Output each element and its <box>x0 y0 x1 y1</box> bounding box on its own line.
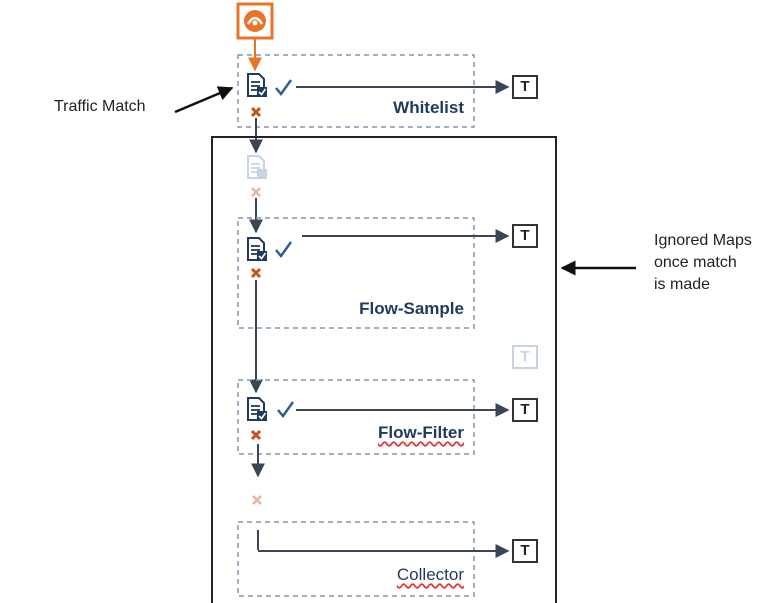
ignored-maps-label-line-2: once match <box>654 254 737 271</box>
check-icon <box>277 401 295 419</box>
document-icon <box>247 397 268 422</box>
document-icon <box>247 237 268 262</box>
check-icon <box>275 241 293 259</box>
source-icon <box>236 2 274 40</box>
cross-icon <box>250 106 262 118</box>
ignored-maps-frame <box>211 136 557 603</box>
document-icon-faded <box>247 155 268 180</box>
map-box-whitelist <box>237 54 475 128</box>
cross-icon-faded <box>252 495 262 505</box>
terminal-box: T <box>512 398 538 422</box>
cross-icon-faded <box>251 187 261 197</box>
terminal-box: T <box>512 224 538 248</box>
map-box-collector <box>237 521 475 597</box>
traffic-match-pointer <box>174 86 234 114</box>
traffic-match-label: Traffic Match <box>54 98 146 115</box>
terminal-box: T <box>512 539 538 563</box>
terminal-box-faded: T <box>512 345 538 369</box>
terminal-box: T <box>512 75 538 99</box>
cross-icon <box>250 267 262 279</box>
map-label-whitelist: Whitelist <box>393 98 464 117</box>
map-label-flow-filter: Flow-Filter <box>378 423 464 442</box>
map-label-collector: Collector <box>396 565 464 584</box>
check-icon <box>275 79 293 97</box>
ignored-maps-label-line-3: is made <box>654 276 711 293</box>
document-icon <box>247 73 268 98</box>
cross-icon <box>250 429 262 441</box>
ignored-maps-label-line-1: Ignored Maps <box>654 232 752 249</box>
map-box-flow-sample <box>237 217 475 329</box>
map-label-flow-sample: Flow-Sample <box>359 299 464 318</box>
map-box-flow-filter <box>237 379 475 455</box>
